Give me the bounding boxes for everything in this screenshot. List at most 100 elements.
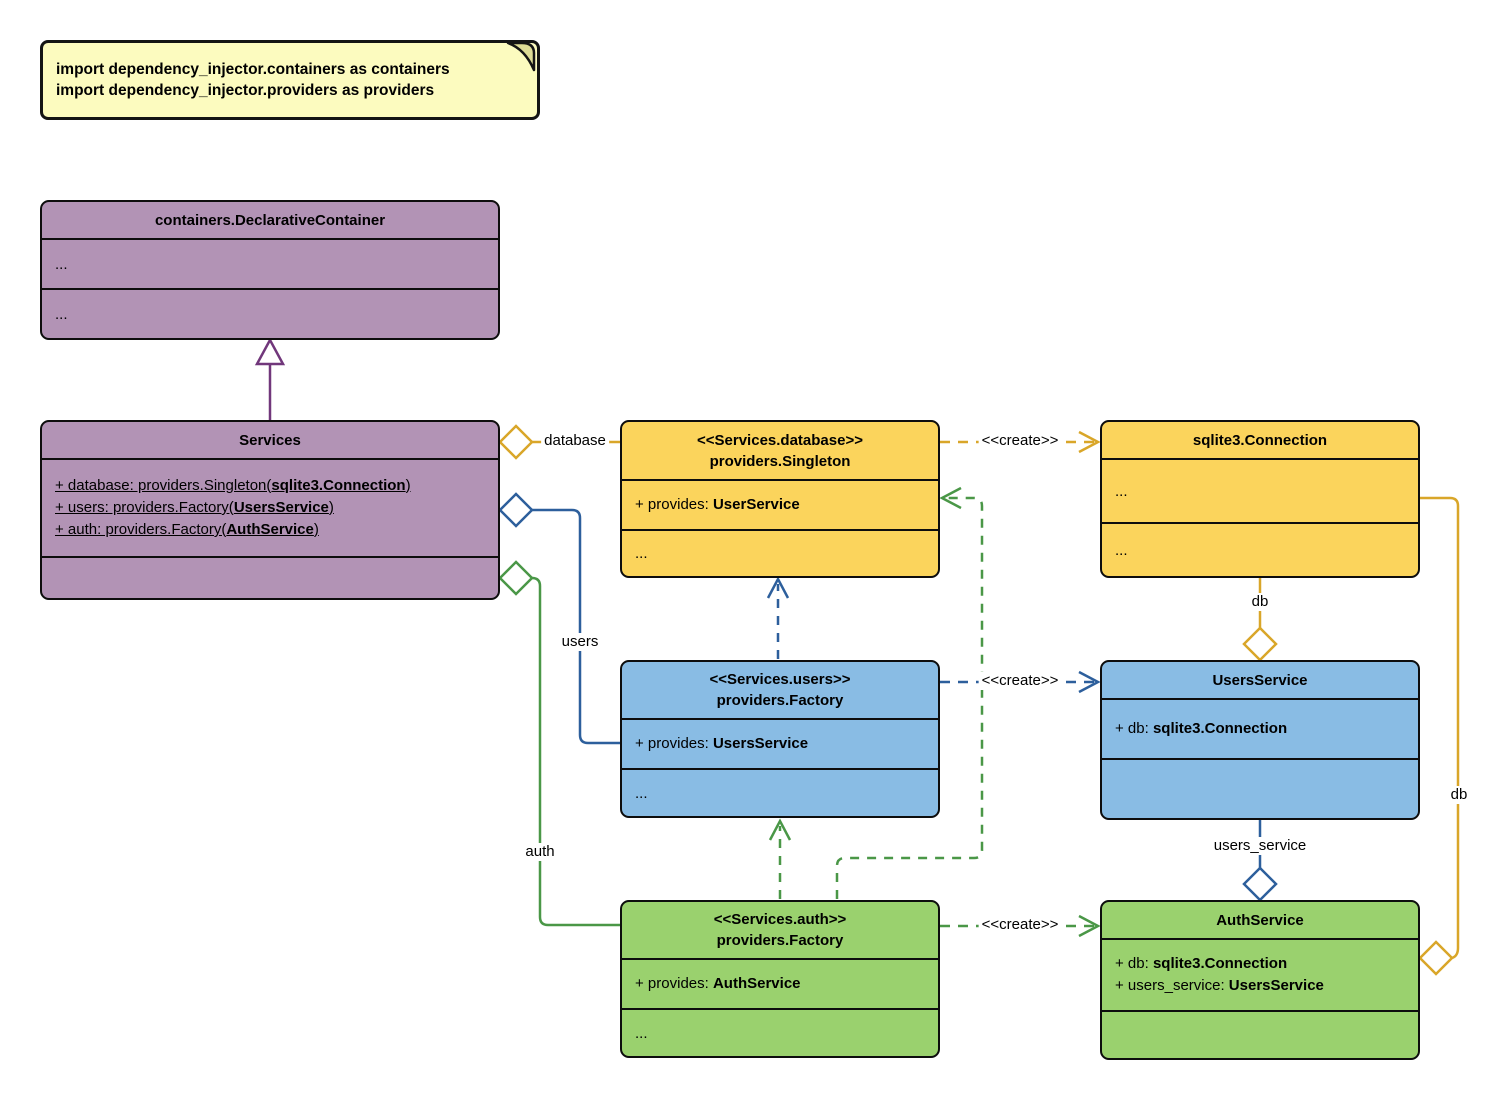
dependency-auth-singleton-arrowhead-icon: [939, 486, 962, 510]
class-services-attributes: + database: providers.Singleton(sqlite3.…: [42, 458, 498, 556]
edge-label-db-top: db: [1248, 593, 1272, 611]
ellipsis-text: ...: [55, 255, 68, 273]
edge-label-db-right: db: [1447, 786, 1471, 804]
class-users-service-methods: [1102, 758, 1418, 818]
note-fold-corner-icon: [506, 41, 536, 72]
attr-value: UsersService: [1228, 977, 1324, 994]
class-users-service: UsersService + db: sqlite3.Connection: [1100, 660, 1420, 820]
attr-db: + db: sqlite3.Connection: [1115, 953, 1405, 975]
edge-label-users: users: [558, 633, 602, 651]
note-line-1: import dependency_injector.containers as…: [56, 61, 450, 78]
attr-value: sqlite3.Connection: [1152, 955, 1288, 972]
aggregation-diamond-auth-icon: [498, 560, 534, 596]
attr-suffix: ): [328, 499, 334, 516]
ellipsis-text: ...: [55, 305, 68, 323]
attr-suffix: ): [405, 477, 411, 494]
stereotype-label: <<Services.users>>: [709, 671, 851, 688]
edge-users-line: [532, 508, 620, 745]
edge-label-users-service: users_service: [1210, 837, 1310, 855]
class-name-label: providers.Factory: [716, 932, 844, 949]
create-auth-arrowhead-icon: [1078, 914, 1101, 938]
ellipsis-text: ...: [1115, 541, 1128, 559]
attr-prefix: + provides:: [635, 735, 713, 752]
class-users-factory: <<Services.users>> providers.Factory + p…: [620, 660, 940, 818]
class-auth-factory: <<Services.auth>> providers.Factory + pr…: [620, 900, 940, 1058]
aggregation-diamond-db-right-icon: [1418, 940, 1454, 976]
ellipsis-text: ...: [635, 1024, 648, 1042]
class-declarative-container-title: containers.DeclarativeContainer: [154, 211, 386, 229]
attr-prefix: + db:: [1115, 720, 1153, 737]
class-auth-factory-methods: ...: [622, 1008, 938, 1056]
class-users-factory-methods: ...: [622, 768, 938, 816]
class-auth-service-attributes: + db: sqlite3.Connection + users_service…: [1102, 938, 1418, 1010]
dependency-users-arrowhead-icon: [766, 576, 790, 599]
attr-value: UsersService: [233, 499, 329, 516]
attr-prefix: + database: providers.Singleton(: [55, 477, 272, 494]
edge-label-create-users: <<create>>: [978, 672, 1062, 690]
class-auth-service: AuthService + db: sqlite3.Connection + u…: [1100, 900, 1420, 1060]
ellipsis-text: ...: [635, 784, 648, 802]
attr-db: + db: sqlite3.Connection: [1115, 718, 1405, 740]
class-users-factory-title: <<Services.users>> providers.Factory: [622, 662, 938, 718]
aggregation-diamond-database-icon: [498, 424, 534, 460]
attr-database: + database: providers.Singleton(sqlite3.…: [55, 475, 485, 497]
class-declarative-container-attributes: ...: [42, 238, 498, 288]
class-database-singleton-title: <<Services.database>> providers.Singleto…: [622, 422, 938, 479]
class-database-singleton: <<Services.database>> providers.Singleto…: [620, 420, 940, 578]
class-sqlite-connection-methods: ...: [1102, 522, 1418, 576]
edge-label-database: database: [541, 432, 609, 450]
attr-users-service: + users_service: UsersService: [1115, 975, 1405, 997]
stereotype-label: <<Services.auth>>: [713, 911, 847, 928]
stereotype-label: <<Services.database>>: [697, 431, 863, 449]
attr-value: UsersService: [712, 735, 809, 752]
attr-suffix: ): [313, 521, 319, 538]
aggregation-diamond-db-top-icon: [1242, 626, 1278, 662]
class-sqlite-connection-title: sqlite3.Connection: [1192, 431, 1328, 449]
attr-value: sqlite3.Connection: [1152, 720, 1288, 737]
class-declarative-container-methods: ...: [42, 288, 498, 338]
attr-provides: + provides: UserService: [635, 494, 925, 516]
ellipsis-text: ...: [635, 545, 648, 562]
class-auth-factory-attributes: + provides: AuthService: [622, 958, 938, 1008]
class-auth-service-methods: [1102, 1010, 1418, 1058]
class-database-singleton-attributes: + provides: UserService: [622, 479, 938, 529]
ellipsis-text: ...: [1115, 482, 1128, 500]
class-sqlite-connection: sqlite3.Connection ... ...: [1100, 420, 1420, 578]
attr-value: AuthService: [226, 521, 314, 538]
class-users-service-attributes: + db: sqlite3.Connection: [1102, 698, 1418, 758]
class-services: Services + database: providers.Singleton…: [40, 420, 500, 600]
edge-auth-line: [531, 576, 620, 927]
attr-value: AuthService: [712, 975, 801, 992]
attr-prefix: + users_service:: [1115, 977, 1229, 994]
note-line-2: import dependency_injector.providers as …: [56, 82, 435, 99]
aggregation-diamond-users-icon: [498, 492, 534, 528]
attr-users: + users: providers.Factory(UsersService): [55, 497, 485, 519]
attr-prefix: + provides:: [635, 496, 713, 513]
create-database-arrowhead-icon: [1078, 430, 1101, 454]
dependency-auth-users-arrowhead-icon: [768, 818, 792, 841]
class-services-title: Services: [239, 431, 301, 449]
generalization-triangle-icon: [254, 337, 286, 366]
edge-label-create-database: <<create>>: [978, 432, 1062, 450]
attr-provides: + provides: UsersService: [635, 733, 925, 755]
class-name-label: providers.Factory: [716, 692, 844, 709]
attr-value: UserService: [712, 496, 800, 513]
aggregation-diamond-users-service-icon: [1242, 866, 1278, 902]
attr-auth: + auth: providers.Factory(AuthService): [55, 519, 485, 541]
import-note: import dependency_injector.containers as…: [40, 40, 540, 120]
class-auth-service-title: AuthService: [1216, 911, 1304, 929]
class-auth-factory-title: <<Services.auth>> providers.Factory: [622, 902, 938, 958]
attr-prefix: + auth: providers.Factory(: [55, 521, 227, 538]
attr-prefix: + users: providers.Factory(: [55, 499, 234, 516]
class-users-factory-attributes: + provides: UsersService: [622, 718, 938, 768]
attr-value: sqlite3.Connection: [271, 477, 406, 494]
class-name-label: providers.Singleton: [709, 452, 851, 470]
create-users-arrowhead-icon: [1078, 670, 1101, 694]
class-database-singleton-methods: ...: [622, 529, 938, 576]
edge-label-create-auth: <<create>>: [978, 916, 1062, 934]
class-sqlite-connection-attributes: ...: [1102, 458, 1418, 522]
class-services-methods: [42, 556, 498, 598]
attr-prefix: + db:: [1115, 955, 1153, 972]
edge-label-auth: auth: [522, 843, 558, 861]
